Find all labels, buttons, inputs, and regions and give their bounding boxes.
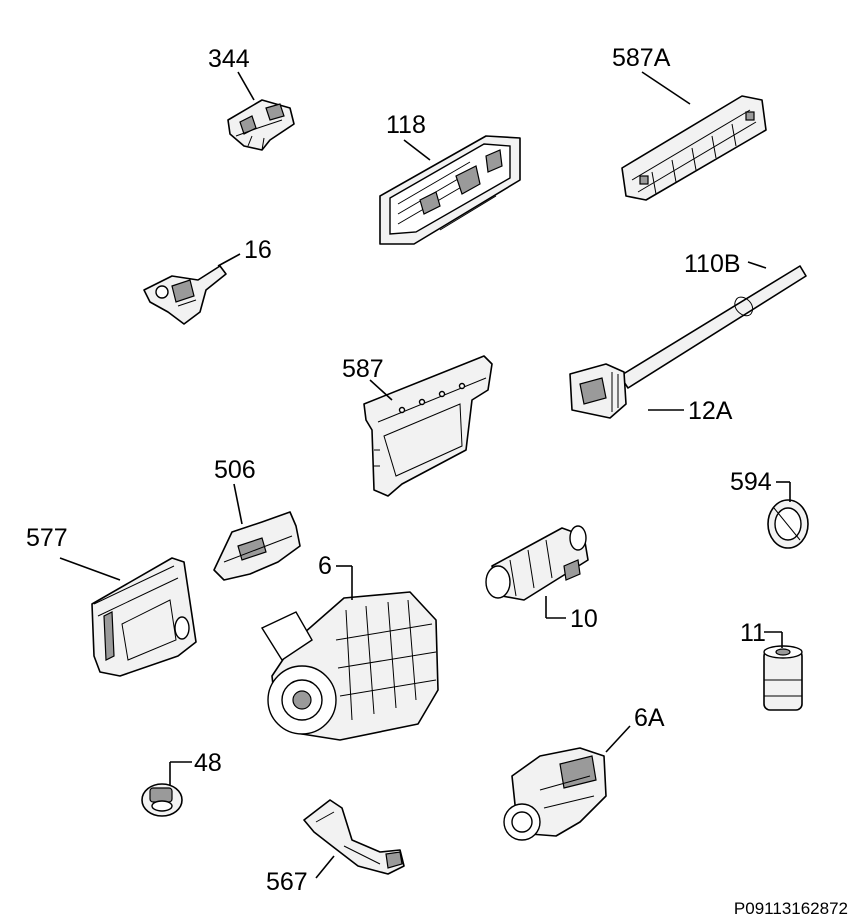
part-506: [213, 511, 301, 581]
drawing-code: P09113162872: [734, 899, 848, 918]
label-567: 567: [266, 868, 308, 896]
leader-567: [315, 855, 335, 879]
label-344: 344: [208, 45, 250, 73]
leader-587: [369, 379, 393, 401]
label-118: 118: [386, 111, 426, 139]
part-587: [363, 355, 493, 497]
label-6A: 6A: [634, 704, 665, 732]
leader-587A: [641, 71, 691, 105]
part-344: [227, 99, 295, 151]
leader-577: [59, 557, 121, 581]
label-110B: 110B: [684, 250, 741, 278]
label-48: 48: [194, 749, 222, 777]
part-567: [303, 799, 405, 875]
leader-6A: [605, 725, 631, 753]
part-118: [379, 135, 521, 245]
part-12A: [569, 363, 627, 419]
label-6: 6: [318, 552, 332, 580]
leader-118: [403, 139, 431, 161]
part-594: [767, 499, 809, 549]
part-11: [763, 645, 803, 711]
part-6: [260, 591, 439, 741]
label-506: 506: [214, 456, 256, 484]
part-10: [485, 525, 589, 601]
label-587: 587: [342, 355, 384, 383]
label-577: 577: [26, 524, 68, 552]
part-16: [143, 265, 227, 325]
label-587A: 587A: [612, 44, 671, 72]
part-6A: [503, 747, 607, 841]
part-587A: [621, 95, 767, 201]
label-11: 11: [740, 619, 766, 647]
label-594: 594: [730, 468, 772, 496]
part-110B: [619, 265, 807, 389]
leader-110B: [747, 261, 767, 269]
leader-506: [233, 483, 243, 525]
part-48: [141, 783, 183, 817]
label-10: 10: [570, 605, 598, 633]
label-12A: 12A: [688, 397, 733, 425]
label-16: 16: [244, 236, 272, 264]
leader-344: [237, 71, 255, 101]
leader-16: [217, 253, 241, 267]
part-577: [91, 557, 197, 677]
